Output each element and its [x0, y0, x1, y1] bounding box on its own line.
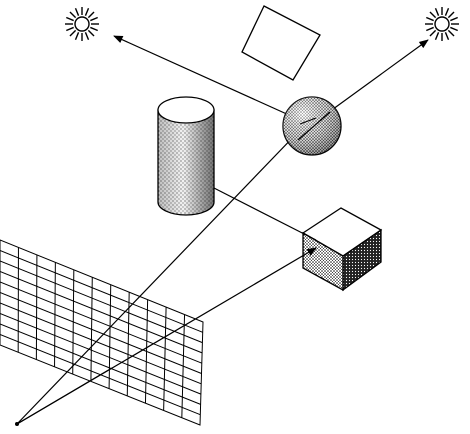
- sun-ray: [447, 11, 455, 19]
- sun-ray: [429, 29, 437, 37]
- image-plane-grid: [0, 239, 204, 426]
- sun-ray: [84, 8, 90, 16]
- grid-row-line: [0, 323, 201, 405]
- sun-ray: [450, 16, 458, 22]
- sun-ray: [447, 29, 455, 37]
- sun-ray: [69, 29, 77, 37]
- grid-row-line: [0, 281, 202, 364]
- grid-row-line: [0, 260, 203, 344]
- sun-ray: [444, 8, 450, 16]
- sun-ray: [74, 8, 80, 16]
- light-source-right-icon: [425, 7, 459, 41]
- eye-ray-left: [16, 367, 113, 425]
- sun-ray: [90, 16, 98, 22]
- primary-ray-to-sphere: [16, 129, 301, 425]
- sun-ray: [87, 11, 95, 19]
- sun-ray: [444, 32, 450, 40]
- grid-outline: [0, 239, 204, 426]
- grid-row-line: [0, 302, 202, 385]
- light-source-left-icon: [65, 7, 99, 41]
- sun-ray: [87, 29, 95, 37]
- cylinder-icon: [157, 96, 215, 216]
- sun-ray: [84, 32, 90, 40]
- shadow-ray-left-light: [113, 35, 301, 121]
- tilted-square-icon: [241, 5, 321, 81]
- grid-row-line: [0, 313, 202, 395]
- eye-point-icon: [15, 422, 19, 426]
- sun-ray: [66, 16, 74, 22]
- sun-ray: [69, 11, 77, 19]
- grid-row-line: [0, 271, 203, 354]
- sun-ray: [66, 26, 74, 32]
- sun-ray: [426, 16, 434, 22]
- sun-ray: [74, 32, 80, 40]
- grid-row-line: [0, 292, 202, 374]
- rays: [16, 35, 429, 425]
- transmission-ray-to-cylinder: [213, 187, 317, 241]
- shadow-ray-right-light: [317, 39, 429, 121]
- sun-ray: [434, 8, 440, 16]
- sun-ray: [429, 11, 437, 19]
- grid-row-line: [0, 250, 203, 333]
- sphere-icon: [282, 96, 342, 156]
- cube-icon: [301, 207, 383, 292]
- sun-ray: [426, 26, 434, 32]
- sun-ray: [450, 26, 458, 32]
- sun-ray: [434, 32, 440, 40]
- sun-ray: [90, 26, 98, 32]
